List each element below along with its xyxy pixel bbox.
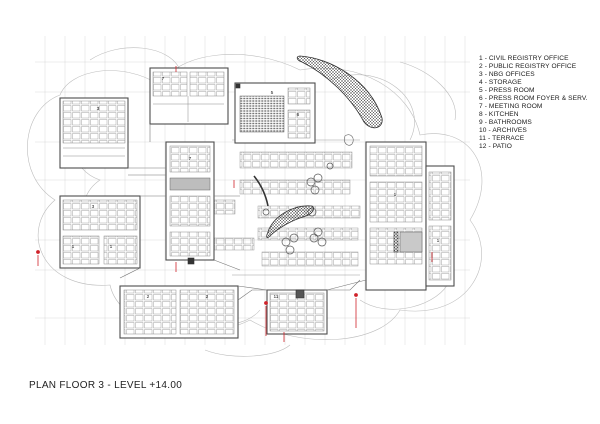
legend-item: 8 - KITCHEN (479, 111, 519, 118)
legend-item: 1 - CIVIL REGISTRY OFFICE (479, 55, 569, 62)
room-tag: 6 (297, 112, 300, 118)
room-legend: 1 - CIVIL REGISTRY OFFICE 2 - PUBLIC REG… (479, 55, 597, 151)
room-tag: 3 (92, 204, 95, 210)
legend-item: 9 - BATHROOMS (479, 119, 532, 126)
plan-title: PLAN FLOOR 3 - LEVEL +14.00 (29, 380, 183, 391)
legend-item: 12 - PATIO (479, 143, 512, 150)
room-tag: 11 (274, 294, 279, 300)
room-tag: 2 (206, 294, 209, 300)
room-tags: 7 7 3 3 1 1 2 2 1 1 5 6 11 (72, 76, 440, 300)
legend-item: 5 - PRESS ROOM (479, 87, 535, 94)
room-tag: 7 (189, 156, 192, 162)
legend-item: 6 - PRESS ROOM FOYER & SERV. (479, 95, 588, 102)
legend-item: 10 - ARCHIVES (479, 127, 527, 134)
open-area-furniture (204, 139, 361, 276)
room-tag: 5 (271, 90, 274, 96)
legend-item: 11 - TERRACE (479, 135, 525, 142)
legend-item: 2 - PUBLIC REGISTRY OFFICE (479, 63, 577, 70)
legend-item: 3 - NBG OFFICES (479, 71, 535, 78)
section-markers (36, 66, 433, 342)
circulation-cores (187, 83, 399, 299)
canopy-elements (253, 55, 383, 239)
office-interiors (62, 71, 452, 335)
room-tag: 1 (110, 244, 113, 250)
room-tag: 1 (72, 244, 75, 250)
room-tag: 7 (162, 76, 165, 82)
room-tag: 3 (97, 106, 100, 112)
legend-item: 7 - MEETING ROOM (479, 103, 543, 110)
seating-circles (262, 162, 334, 255)
room-tag: 2 (147, 294, 150, 300)
legend-item: 4 - STORAGE (479, 79, 522, 86)
room-tag: 1 (437, 238, 440, 244)
room-tag: 1 (394, 192, 397, 198)
